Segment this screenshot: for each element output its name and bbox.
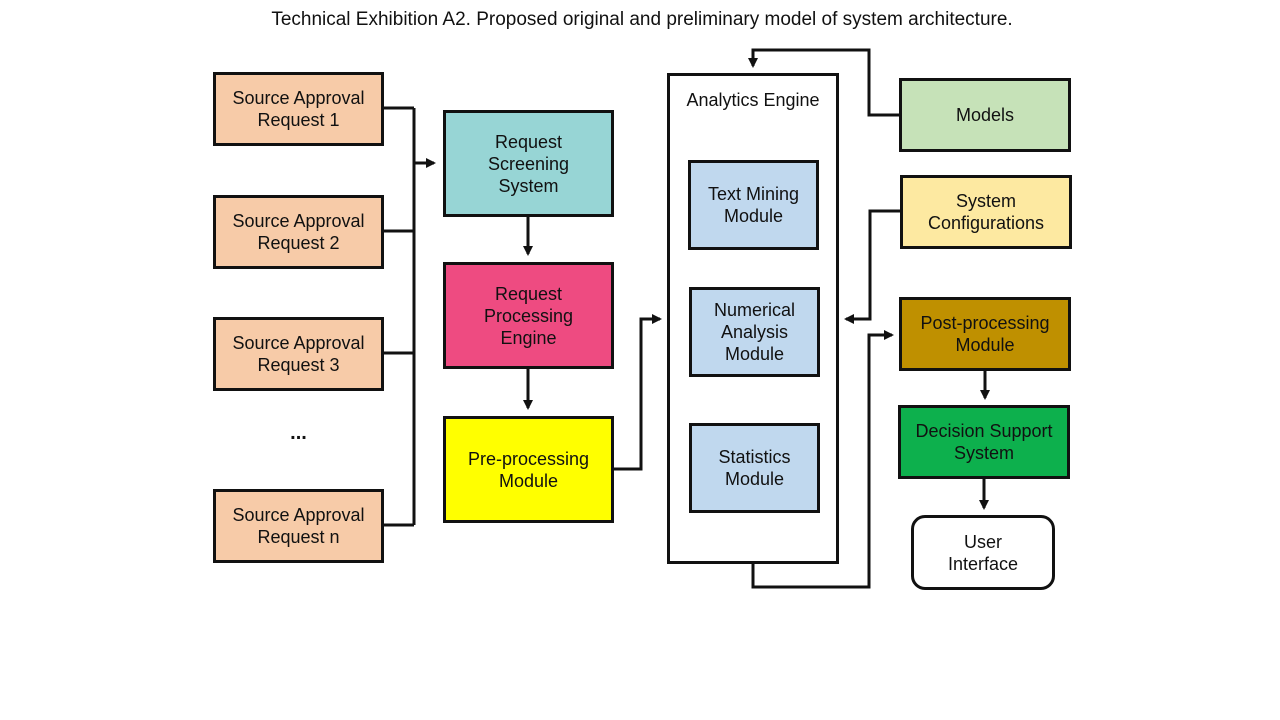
engine-to-postprocessing-arrow (751, 330, 894, 589)
source-approval-request-2: Source Approval Request 2 (213, 195, 384, 269)
text-mining-module: Text Mining Module (688, 160, 819, 250)
more-sources-ellipsis: ... (290, 422, 307, 444)
preprocessing-to-engine-arrow (614, 314, 662, 471)
configurations-to-engine-arrow (844, 209, 901, 324)
source-approval-request-3: Source Approval Request 3 (213, 317, 384, 391)
preprocessing-module: Pre-processing Module (443, 416, 614, 523)
source-approval-request-n: Source Approval Request n (213, 489, 384, 563)
decision-support-system: Decision Support System (898, 405, 1070, 479)
statistics-module: Statistics Module (689, 423, 820, 513)
request-processing-engine: Request Processing Engine (443, 262, 614, 369)
request-screening-system: Request Screening System (443, 110, 614, 217)
user-interface-box: User Interface (911, 515, 1055, 590)
source-approval-request-1: Source Approval Request 1 (213, 72, 384, 146)
system-configurations-box: System Configurations (900, 175, 1072, 249)
models-to-engine-arrow (748, 48, 900, 117)
post-processing-module: Post-processing Module (899, 297, 1071, 371)
figure-caption: Technical Exhibition A2. Proposed origin… (271, 9, 1013, 30)
models-box: Models (899, 78, 1071, 152)
analytics-engine-title: Analytics Engine (686, 90, 820, 110)
numerical-analysis-module: Numerical Analysis Module (689, 287, 820, 377)
